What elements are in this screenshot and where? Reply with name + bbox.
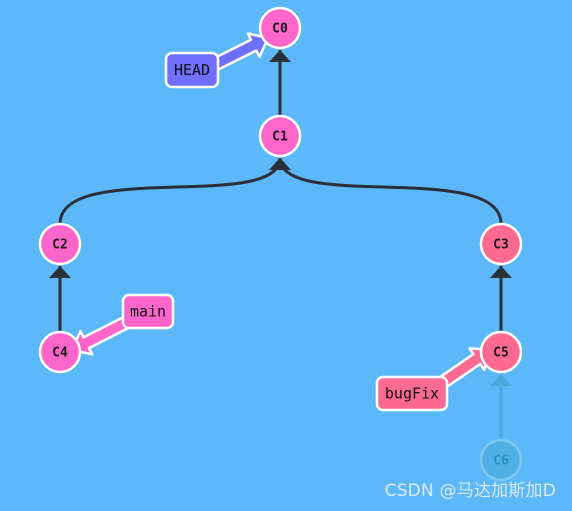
commit-label: C3 (493, 238, 509, 253)
edge-arrowhead-c2 (49, 266, 71, 278)
commit-circle (258, 114, 302, 158)
commit-label: C4 (52, 346, 68, 361)
ref-arrow (70, 313, 135, 356)
commit-circle (38, 222, 82, 266)
commit-node-c6[interactable]: C6 (479, 438, 523, 482)
refs-layer: HEAD main bugFix (70, 32, 492, 412)
commit-circle (38, 330, 82, 374)
edge-c2-c1 (58, 157, 282, 225)
commit-node-c3[interactable]: C3 (479, 222, 523, 266)
commit-circle (258, 6, 302, 50)
ref-head[interactable]: HEAD (164, 32, 270, 89)
ref-bugfix[interactable]: bugFix (375, 347, 492, 412)
watermark-text: CSDN @马达加斯加D (384, 481, 556, 501)
ref-arrow (434, 347, 492, 392)
edge-arrowhead-c5 (490, 374, 512, 386)
commit-label: C6 (493, 454, 509, 469)
ref-label-text: HEAD (174, 61, 210, 79)
commit-node-c2[interactable]: C2 (38, 222, 82, 266)
edge-arrowhead-c0 (269, 50, 291, 62)
ref-main[interactable]: main (70, 293, 175, 356)
commit-label: C1 (272, 130, 288, 145)
commit-node-c1[interactable]: C1 (258, 114, 302, 158)
commit-circle (479, 438, 523, 482)
commit-label: C0 (272, 22, 288, 37)
edge-c3-c1 (278, 157, 503, 225)
ref-label-box (375, 375, 449, 412)
ref-label-text: main (130, 303, 166, 321)
ref-label-box (164, 51, 220, 89)
edge-arrowhead-c3 (490, 266, 512, 278)
commit-label: C2 (52, 238, 68, 253)
commit-circle (479, 330, 523, 374)
commit-label: C5 (493, 346, 509, 361)
edges-layer (49, 50, 512, 440)
commit-node-c0[interactable]: C0 (258, 6, 302, 50)
commit-node-c4[interactable]: C4 (38, 330, 82, 374)
edge-arrowhead-c1 (269, 158, 291, 170)
ref-arrow (210, 32, 270, 72)
commit-node-c5[interactable]: C5 (479, 330, 523, 374)
ref-label-text: bugFix (385, 385, 439, 403)
commit-circle (479, 222, 523, 266)
ref-label-box (121, 293, 175, 330)
